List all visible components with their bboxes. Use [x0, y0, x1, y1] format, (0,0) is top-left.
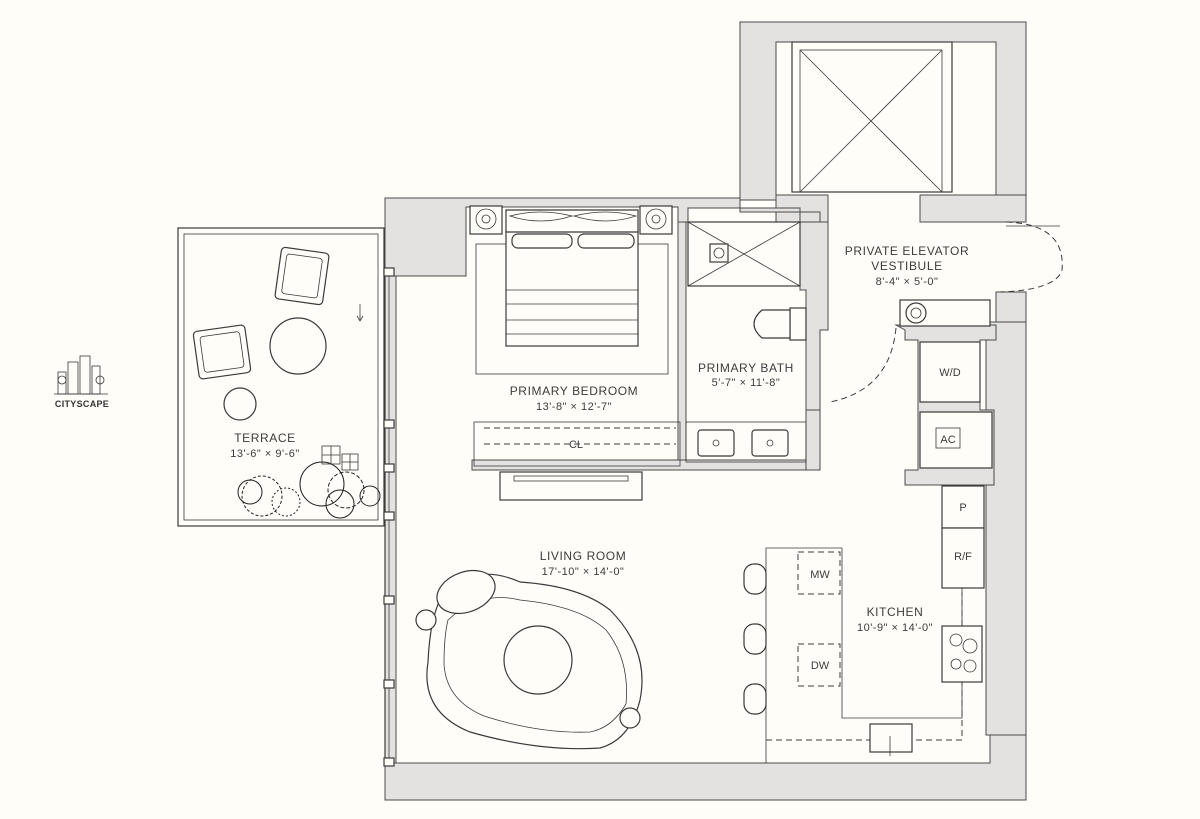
terrace-outline — [177, 227, 385, 527]
bedroom-dims: 13'-8" × 12'-7" — [536, 401, 612, 413]
vestibule-label-line2: VESTIBULE — [871, 259, 942, 273]
bedroom-label: PRIMARY BEDROOM — [510, 384, 639, 398]
bath-label: PRIMARY BATH — [698, 361, 794, 375]
headboard — [505, 209, 639, 233]
dishwasher-label: DW — [811, 660, 830, 672]
nightstand-right — [639, 205, 673, 235]
bed — [505, 229, 639, 347]
terrace-side-table — [223, 387, 257, 421]
ac-label: AC — [940, 434, 955, 446]
right-wall — [985, 321, 1027, 736]
washer-dryer-label: W/D — [939, 367, 960, 379]
toilet-tank — [789, 307, 807, 341]
nightstand-left — [469, 205, 503, 235]
stool-2 — [743, 623, 767, 655]
stool-1 — [743, 563, 767, 595]
elevator-shaft-wall-bottom-right — [919, 194, 1027, 223]
ac-unit — [919, 411, 993, 469]
shower-drain — [709, 243, 729, 263]
bathroom — [685, 221, 807, 463]
terrace — [177, 227, 395, 767]
living-room — [415, 569, 643, 750]
terrace-chair-2 — [192, 324, 252, 380]
kitchen-dims: 10'-9" × 14'-0" — [857, 622, 933, 634]
kitchen-sink — [869, 723, 913, 753]
bottom-wall — [384, 734, 1027, 801]
terrace-label: TERRACE — [234, 431, 296, 445]
pillow-right — [577, 233, 635, 249]
toilet-bowl — [753, 309, 791, 339]
stool-3 — [743, 683, 767, 715]
room-labels: TERRACE 13'-6" × 9'-6" PRIMARY BEDROOM 1… — [230, 244, 970, 634]
kitchen-label: KITCHEN — [867, 605, 924, 619]
sink-right — [751, 429, 789, 457]
vestibule-label-line1: PRIVATE ELEVATOR — [845, 244, 970, 258]
microwave — [797, 551, 841, 595]
vestibule-dims: 8'-4" × 5'-0" — [876, 276, 939, 288]
washer-dryer — [919, 341, 981, 403]
bath-lower-wall — [805, 409, 821, 471]
terrace-dims: 13'-6" × 9'-6" — [230, 448, 299, 460]
elevator — [791, 41, 953, 193]
refrigerator — [941, 527, 985, 589]
tv-console — [499, 471, 643, 501]
microwave-label: MW — [810, 569, 830, 581]
closet — [473, 421, 681, 467]
brand-logo: CITYSCAPE — [54, 355, 109, 409]
bedroom-top-wall — [384, 197, 821, 277]
coffee-table — [503, 625, 573, 695]
pantry-label: P — [959, 502, 966, 514]
city-skyline-icon — [54, 355, 108, 395]
cooktop — [941, 625, 983, 683]
bedroom-bottom-wall — [471, 459, 821, 471]
pantry — [941, 485, 985, 529]
terrace-table — [269, 317, 327, 375]
bath-dims: 5'-7" × 11'-8" — [712, 377, 781, 389]
dishwasher — [797, 643, 841, 687]
sink-left — [697, 429, 735, 457]
terrace-chair-1 — [274, 246, 330, 306]
terrace-plants — [237, 445, 381, 519]
fixture-labels: CL W/D AC P R/F MW DW — [569, 367, 972, 672]
brand-name: CITYSCAPE — [55, 399, 109, 409]
right-wall-upper — [995, 291, 1027, 323]
refrigerator-label: R/F — [954, 551, 972, 563]
living-room-dims: 17'-10" × 14'-0" — [542, 566, 625, 578]
closet-label: CL — [569, 439, 583, 451]
bedroom — [469, 205, 681, 501]
entry-door-swing — [999, 221, 1063, 293]
bed-bath-partition — [677, 221, 687, 469]
vestibule-door-swing — [829, 327, 897, 403]
vestibule — [829, 221, 1063, 469]
living-room-label: LIVING ROOM — [540, 549, 627, 563]
kitchen — [743, 485, 985, 763]
pillow-left — [511, 233, 573, 249]
vanity — [685, 421, 807, 463]
